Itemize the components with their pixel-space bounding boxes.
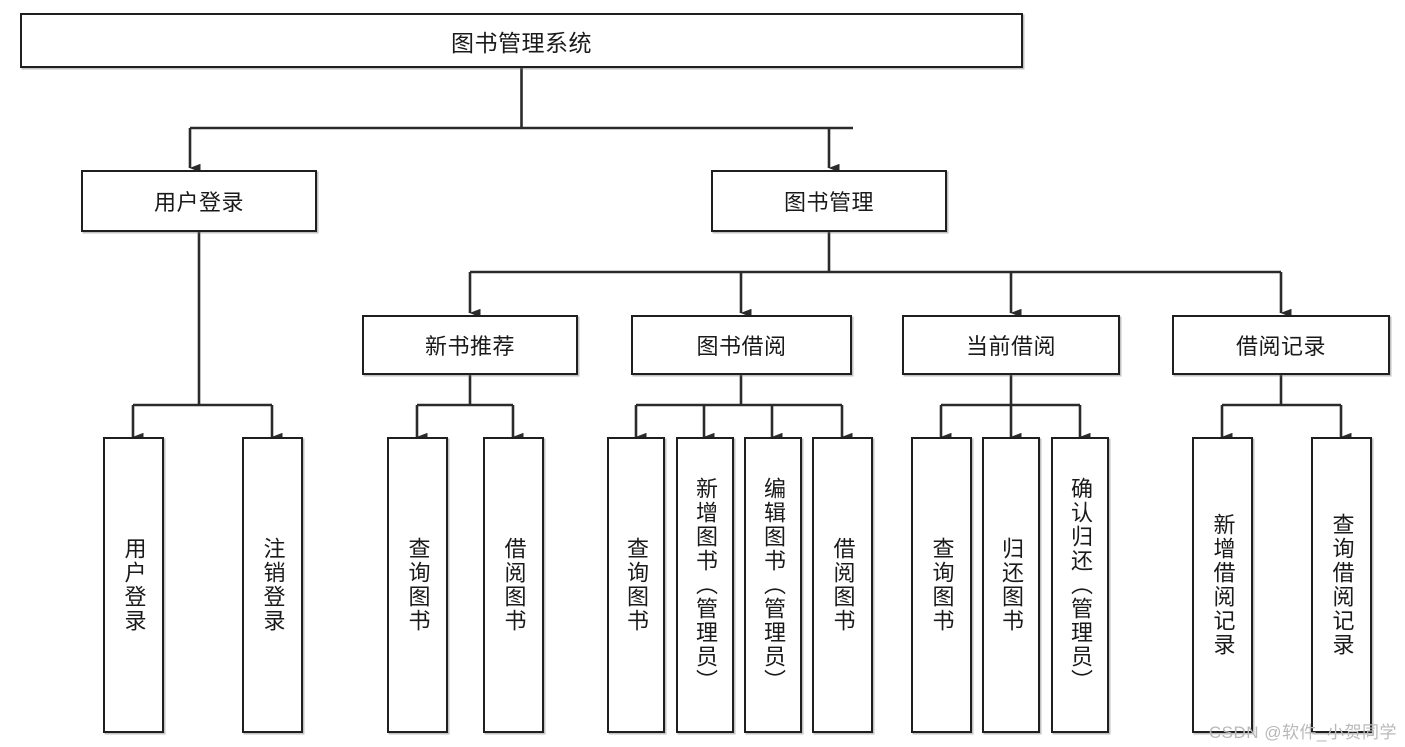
- leaf-borrow-record-add[interactable]: 新增借阅记录: [1192, 437, 1253, 733]
- node-book-management[interactable]: 图书管理: [711, 170, 947, 232]
- node-current-borrow[interactable]: 当前借阅: [902, 315, 1120, 375]
- leaf-book-borrow-query[interactable]: 查询图书: [607, 437, 665, 733]
- leaf-label: 查询图书: [405, 537, 431, 633]
- leaf-label: 归还图书: [998, 537, 1024, 633]
- watermark: CSDN @软件_小贺同学: [1208, 723, 1397, 742]
- node-current-borrow-label: 当前借阅: [965, 334, 1056, 359]
- node-book-borrow-label: 图书借阅: [696, 334, 787, 359]
- leaf-borrow-record-query[interactable]: 查询借阅记录: [1311, 437, 1372, 733]
- leaf-current-borrow-return[interactable]: 归还图书: [982, 437, 1040, 733]
- leaf-book-borrow-edit[interactable]: 编辑图书（管理员）: [744, 437, 802, 733]
- node-user-login[interactable]: 用户登录: [81, 170, 317, 232]
- leaf-label: 借阅图书: [501, 537, 527, 633]
- leaf-book-borrow-borrow[interactable]: 借阅图书: [812, 437, 873, 733]
- leaf-label: 查询图书: [623, 537, 649, 633]
- node-user-login-label: 用户登录: [153, 190, 244, 215]
- node-new-book-recommend[interactable]: 新书推荐: [362, 315, 578, 375]
- leaf-user-login-login[interactable]: 用户登录: [103, 437, 164, 733]
- node-borrow-record[interactable]: 借阅记录: [1172, 315, 1390, 375]
- leaf-new-book-query[interactable]: 查询图书: [387, 437, 448, 733]
- node-root-label: 图书管理系统: [451, 29, 592, 56]
- leaf-label: 确认归还（管理员）: [1067, 477, 1093, 693]
- node-book-management-label: 图书管理: [783, 190, 874, 215]
- leaf-current-borrow-query[interactable]: 查询图书: [911, 437, 972, 733]
- leaf-label: 新增图书（管理员）: [692, 477, 718, 693]
- leaf-label: 新增借阅记录: [1210, 513, 1236, 657]
- leaf-user-login-logout[interactable]: 注销登录: [242, 437, 303, 733]
- leaf-label: 借阅图书: [830, 537, 856, 633]
- leaf-new-book-borrow[interactable]: 借阅图书: [483, 437, 544, 733]
- leaf-book-borrow-add[interactable]: 新增图书（管理员）: [676, 437, 734, 733]
- leaf-label: 编辑图书（管理员）: [760, 477, 786, 693]
- leaf-current-borrow-confirm-return[interactable]: 确认归还（管理员）: [1051, 437, 1109, 733]
- node-borrow-record-label: 借阅记录: [1235, 334, 1326, 359]
- leaf-label: 查询图书: [929, 537, 955, 633]
- node-book-borrow[interactable]: 图书借阅: [631, 315, 852, 375]
- leaf-label: 查询借阅记录: [1329, 513, 1355, 657]
- node-root-book-management-system[interactable]: 图书管理系统: [20, 13, 1023, 68]
- node-new-book-recommend-label: 新书推荐: [424, 334, 515, 359]
- leaf-label: 用户登录: [121, 537, 147, 633]
- leaf-label: 注销登录: [260, 537, 286, 633]
